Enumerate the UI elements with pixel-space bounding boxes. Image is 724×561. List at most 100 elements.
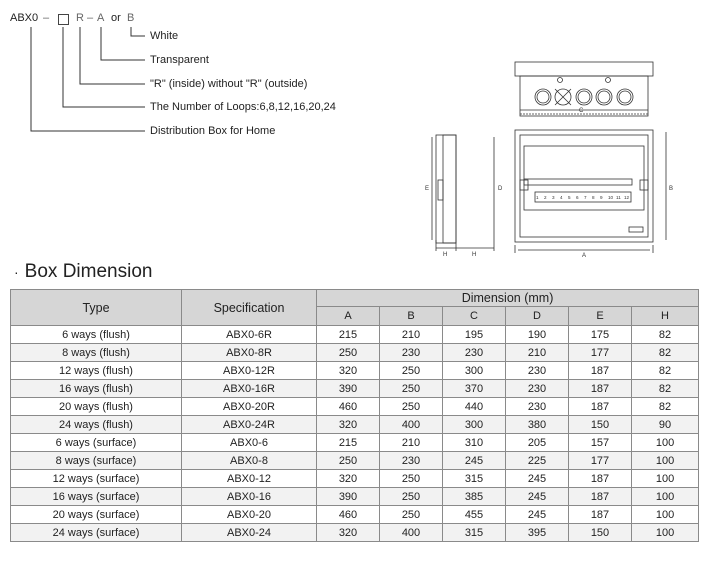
cell-e: 187 — [568, 487, 632, 506]
cell-h: 100 — [630, 469, 700, 488]
cell-c: 370 — [442, 379, 506, 398]
breaker-slot-label: 6 — [576, 195, 579, 200]
cell-spec: ABX0-16 — [181, 487, 317, 506]
breaker-slot-label: 8 — [592, 195, 595, 200]
cell-spec: ABX0-6R — [181, 325, 317, 344]
cell-e: 187 — [568, 397, 632, 416]
breaker-slot-label: 5 — [568, 195, 571, 200]
breaker-slot-label: 7 — [584, 195, 587, 200]
cell-e: 187 — [568, 361, 632, 380]
top-view-drawing — [514, 61, 654, 117]
cell-h: 82 — [630, 361, 700, 380]
breaker-slot-label: 3 — [552, 195, 555, 200]
header-h: H — [630, 306, 700, 326]
cell-spec: ABX0-16R — [181, 379, 317, 398]
cell-e: 187 — [568, 379, 632, 398]
cell-b: 400 — [379, 415, 443, 434]
cell-type: 16 ways (surface) — [10, 487, 182, 506]
cell-b: 250 — [379, 505, 443, 524]
code-a-part: A — [97, 12, 105, 24]
cell-d: 225 — [505, 451, 569, 470]
cell-d: 245 — [505, 469, 569, 488]
cell-c: 300 — [442, 361, 506, 380]
code-box-placeholder — [58, 14, 69, 25]
cell-a: 250 — [316, 343, 380, 362]
cell-h: 100 — [630, 451, 700, 470]
breaker-slot-label: 11 — [616, 195, 621, 200]
breaker-slot-label: 12 — [624, 195, 630, 200]
breaker-slot-label: 2 — [544, 195, 547, 200]
label-b: B — [669, 186, 673, 192]
cell-c: 300 — [442, 415, 506, 434]
cell-a: 390 — [316, 487, 380, 506]
cell-h: 100 — [630, 523, 700, 542]
legend-item-distribution-box: Distribution Box for Home — [150, 125, 276, 137]
header-b: B — [379, 306, 443, 326]
label-d: D — [498, 186, 503, 192]
breaker-slot-label: 4 — [560, 195, 563, 200]
cell-h: 90 — [630, 415, 700, 434]
dimension-table: Type Specification Dimension (mm) A B C … — [10, 289, 700, 542]
label-a: A — [582, 253, 586, 259]
cell-e: 177 — [568, 343, 632, 362]
cell-type: 6 ways (flush) — [10, 325, 182, 344]
section-bullet: · — [14, 263, 19, 280]
cell-d: 380 — [505, 415, 569, 434]
legend-item-white: White — [150, 30, 179, 42]
cell-c: 315 — [442, 523, 506, 542]
cell-d: 395 — [505, 523, 569, 542]
cell-d: 210 — [505, 343, 569, 362]
cell-spec: ABX0-24 — [181, 523, 317, 542]
cell-h: 100 — [630, 433, 700, 452]
cell-a: 320 — [316, 523, 380, 542]
cell-spec: ABX0-12 — [181, 469, 317, 488]
section-title-text: Box Dimension — [24, 261, 153, 282]
code-b-part: B — [127, 12, 135, 24]
legend-item-transparent: Transparent — [150, 54, 209, 66]
cell-e: 187 — [568, 505, 632, 524]
cell-a: 250 — [316, 451, 380, 470]
cell-h: 82 — [630, 343, 700, 362]
cell-c: 310 — [442, 433, 506, 452]
cell-type: 6 ways (surface) — [10, 433, 182, 452]
cell-b: 210 — [379, 433, 443, 452]
cell-e: 177 — [568, 451, 632, 470]
header-d: D — [505, 306, 569, 326]
cell-a: 320 — [316, 469, 380, 488]
cell-c: 230 — [442, 343, 506, 362]
cell-type: 8 ways (flush) — [10, 343, 182, 362]
cell-type: 12 ways (surface) — [10, 469, 182, 488]
cell-d: 245 — [505, 505, 569, 524]
cell-b: 250 — [379, 397, 443, 416]
cell-type: 24 ways (flush) — [10, 415, 182, 434]
cell-h: 82 — [630, 379, 700, 398]
legend-connector-lines — [30, 27, 145, 132]
cell-b: 230 — [379, 451, 443, 470]
cell-c: 455 — [442, 505, 506, 524]
code-dash-2: – — [87, 12, 94, 24]
cell-c: 385 — [442, 487, 506, 506]
cell-h: 100 — [630, 487, 700, 506]
cell-a: 390 — [316, 379, 380, 398]
breaker-slot-label: 1 — [536, 195, 539, 200]
cell-a: 215 — [316, 325, 380, 344]
cell-d: 230 — [505, 397, 569, 416]
header-c: C — [442, 306, 506, 326]
cell-h: 100 — [630, 505, 700, 524]
cell-e: 187 — [568, 469, 632, 488]
cell-a: 215 — [316, 433, 380, 452]
header-type: Type — [10, 289, 182, 326]
cell-a: 320 — [316, 415, 380, 434]
cell-b: 400 — [379, 523, 443, 542]
cell-d: 230 — [505, 361, 569, 380]
label-c: C — [579, 108, 584, 114]
